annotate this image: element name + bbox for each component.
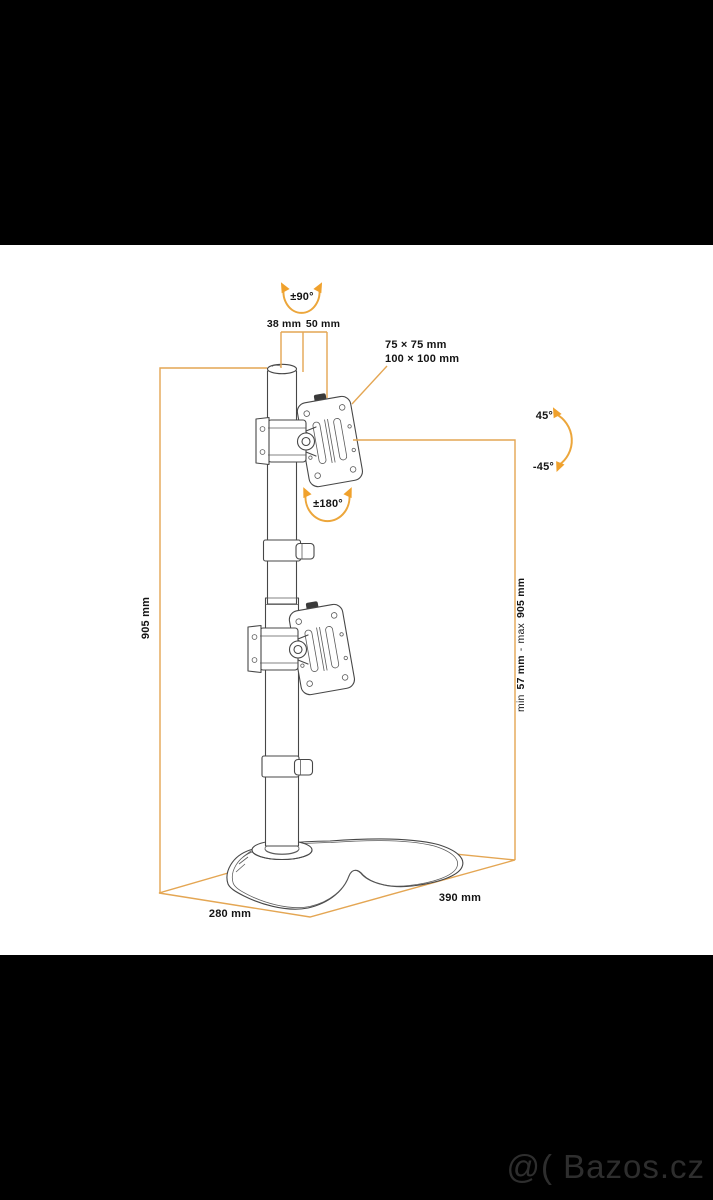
stand-base [226, 838, 464, 910]
vesa-size-label-1: 75 × 75 mm [385, 339, 447, 351]
collar-band [261, 755, 300, 778]
vesa-leader-line [351, 365, 388, 405]
collar-front-arc [251, 849, 313, 861]
cable-clip-icon [295, 542, 315, 560]
arrow-up-left-icon [303, 487, 312, 499]
cable-clip-icon [293, 758, 314, 776]
tilt-down-label: -45° [533, 461, 554, 473]
pole-top-cap [266, 363, 298, 375]
product-image-canvas: ±90° 38 mm 50 mm 75 × 75 mm 100 × 100 mm… [0, 245, 713, 955]
rotation-90-label: ±90° [290, 291, 313, 303]
pole-diameter-label: 38 mm [267, 318, 301, 330]
monitor-mount-lower [247, 596, 357, 697]
pole-upper-tube [266, 370, 298, 605]
socket-front-arc [264, 848, 300, 855]
height-range-dimension [353, 439, 516, 860]
arrow-down-icon [556, 461, 565, 473]
arrow-up-right-icon [313, 282, 323, 294]
base-width-label: 390 mm [439, 892, 481, 904]
base-depth-label: 280 mm [209, 908, 251, 920]
rotation-arc-180 [303, 487, 352, 523]
height-range-label: min57 mm-max905 mm [515, 578, 527, 712]
pole-height-label: 905 mm [140, 597, 152, 639]
arrow-up-left-icon [280, 282, 290, 294]
cable-clip-collar-upper [262, 539, 315, 562]
rotation-arc-90 [280, 282, 323, 314]
offset-label: 50 mm [306, 318, 340, 330]
arrow-up-right-icon [343, 487, 352, 499]
technical-drawing: ±90° 38 mm 50 mm 75 × 75 mm 100 × 100 mm… [140, 282, 573, 920]
dimension-lines [159, 331, 516, 893]
base-rim-line [232, 840, 458, 908]
base-step-detail [235, 850, 252, 873]
pole-height-dimension [159, 367, 267, 893]
tilt-arc [552, 407, 573, 473]
top-width-dimension [280, 331, 328, 398]
vesa-size-label-2: 100 × 100 mm [385, 353, 459, 365]
bazos-watermark: @( Bazos.cz [506, 1148, 705, 1185]
collar-band [262, 539, 302, 562]
arrow-up-icon [552, 407, 562, 419]
cable-clip-collar-lower [261, 755, 314, 778]
tilt-up-label: 45° [536, 410, 553, 422]
rotation-180-label: ±180° [313, 498, 343, 510]
